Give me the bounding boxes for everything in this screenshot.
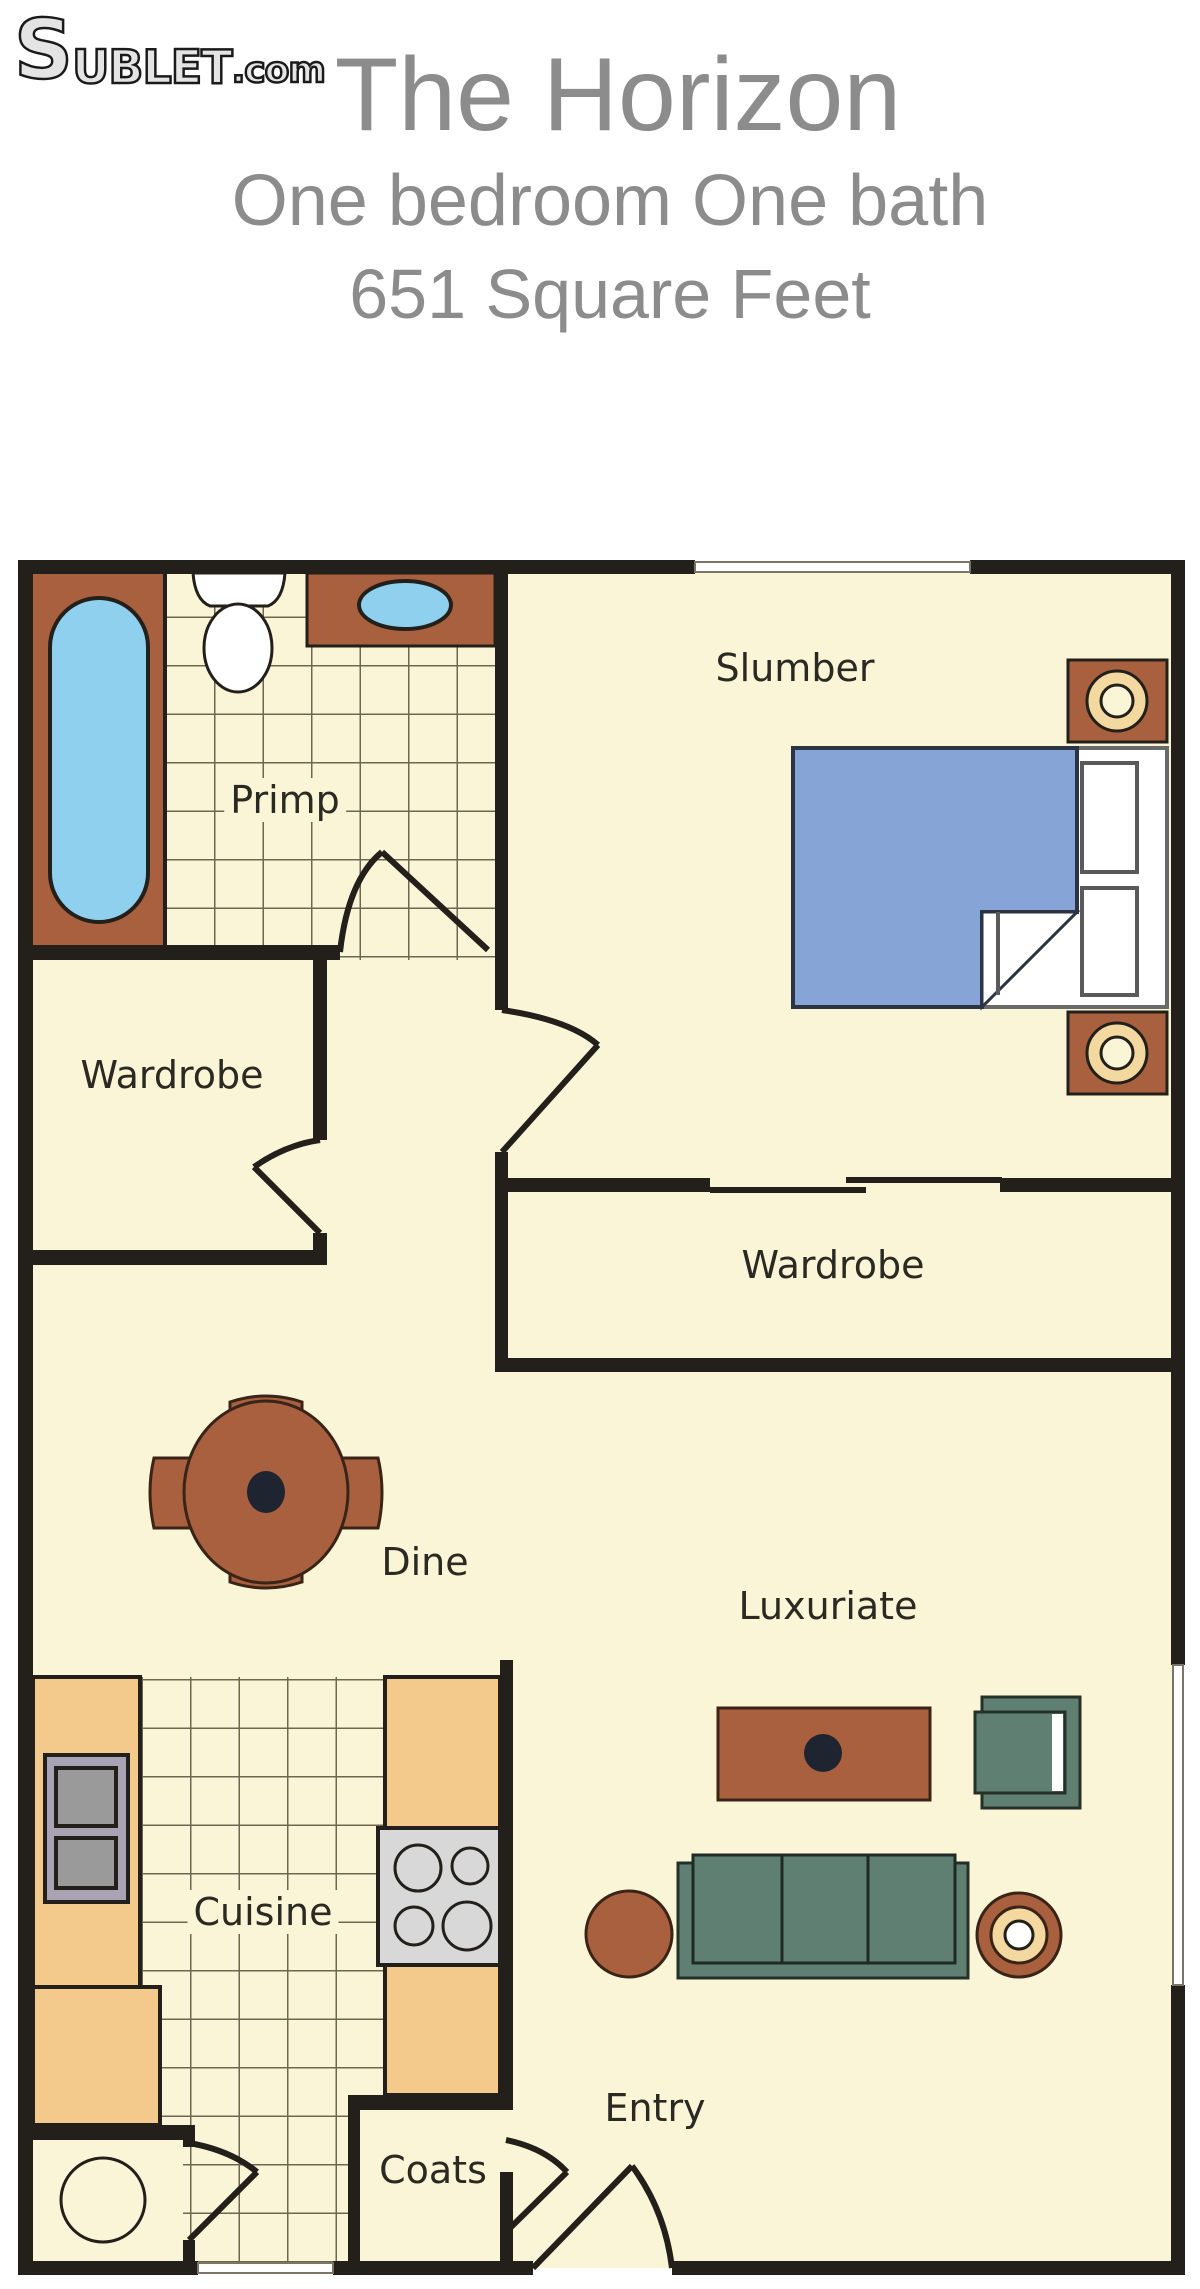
room-label-living: Luxuriate: [738, 1584, 918, 1628]
bedroom-door-leaf: [499, 1042, 601, 1155]
stove-icon: [376, 1826, 502, 1967]
walls: [18, 560, 1185, 2275]
plan-title: The Horizon: [334, 37, 902, 153]
utility-door-arc: [188, 2140, 259, 2175]
kitchen-sink-icon: [43, 1753, 130, 1904]
room-label-kitchen: Cuisine: [187, 1890, 339, 1934]
room-label-bathroom: Primp: [224, 778, 346, 822]
logo-initial: S: [13, 3, 75, 98]
sofa-icon: [676, 1853, 970, 1980]
room-label-bedroom-wardrobe: Wardrobe: [741, 1243, 925, 1287]
coffee-table-icon: [716, 1706, 932, 1802]
coats-door-arc: [505, 2137, 570, 2175]
bathroom-door-leaf: [379, 849, 491, 953]
entry-door-leaf: [530, 2163, 635, 2271]
end-table-icon: [584, 1889, 674, 1979]
room-label-dining: Dine: [381, 1540, 469, 1584]
swing-doors: [186, 849, 675, 2271]
toilet-icon: [191, 571, 287, 694]
coats-door-leaf: [503, 2169, 570, 2235]
lamp-table-icon: [975, 1891, 1063, 1979]
windows: [197, 561, 1184, 2274]
armchair-icon: [973, 1695, 1082, 1810]
sublet-logo: S UBLET .com: [13, 8, 327, 94]
bathroom-door-arc: [337, 849, 384, 953]
dining-table-icon: [148, 1394, 384, 1590]
plan-area: 651 Square Feet: [349, 255, 871, 333]
vanity-sink-icon: [305, 571, 497, 648]
water-heater-icon: [59, 2156, 147, 2244]
logo-suffix: .com: [230, 50, 327, 91]
room-label-coat-closet: Coats: [379, 2148, 487, 2192]
coat-closet-floor: [360, 2110, 500, 2262]
room-label-entry: Entry: [604, 2086, 706, 2130]
bed-icon: [791, 746, 1169, 1011]
wardrobe-door-arc: [252, 1137, 321, 1170]
utility-door-leaf: [186, 2169, 260, 2243]
logo-wordmark: UBLET: [71, 40, 234, 94]
wardrobe-door-leaf: [251, 1164, 323, 1236]
entry-door-arc: [629, 2164, 675, 2269]
room-label-left-wardrobe: Wardrobe: [80, 1053, 264, 1097]
plan-subtitle: One bedroom One bath: [231, 161, 989, 241]
room-label-bedroom: Slumber: [715, 646, 875, 690]
nightstand-top-icon: [1066, 658, 1169, 744]
bedroom-door-arc: [501, 1007, 600, 1048]
nightstand-bottom-icon: [1066, 1010, 1169, 1096]
sliding-closet-doors: [710, 1177, 1002, 1193]
bathtub-icon: [33, 573, 167, 945]
